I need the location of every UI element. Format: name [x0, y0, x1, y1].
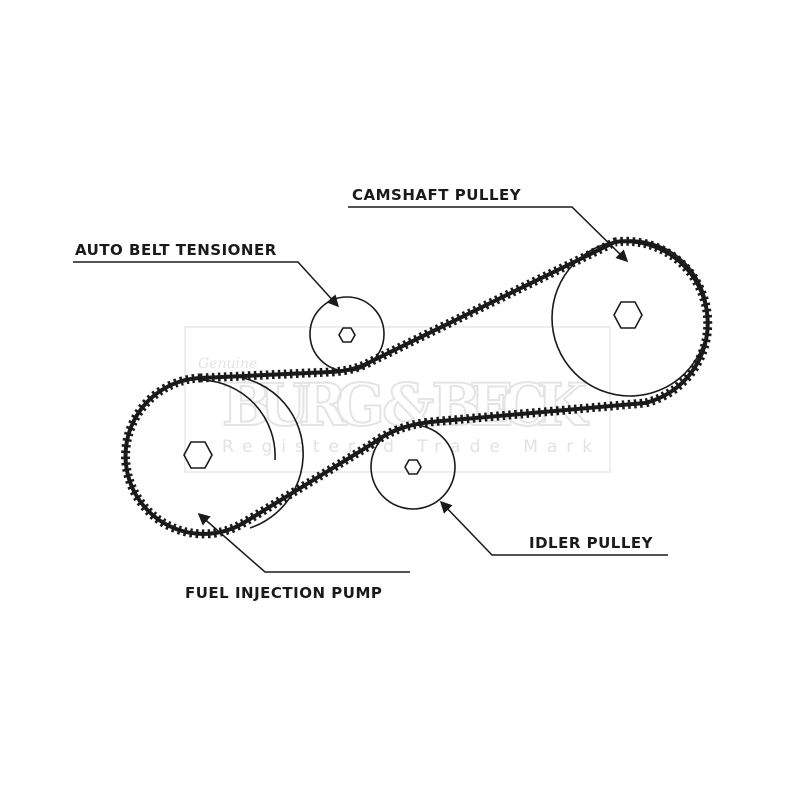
- timing-belt: [121, 236, 713, 539]
- fuel-pump-label: FUEL INJECTION PUMP: [185, 584, 382, 602]
- tensioner-leader: [73, 261, 340, 308]
- tensioner-hex-icon: [338, 327, 356, 343]
- idler-hex-icon: [404, 459, 422, 475]
- fuel-pump-hex-icon: [183, 441, 213, 469]
- idler-pulley-label: IDLER PULLEY: [529, 534, 654, 552]
- watermark: Genuine BURG & BECK Registered Trade Mar…: [184, 326, 611, 473]
- tensioner-label: AUTO BELT TENSIONER: [75, 241, 277, 259]
- fuel-pump-leader: [197, 513, 410, 573]
- watermark-script: Genuine: [198, 356, 257, 372]
- camshaft-leader: [348, 206, 629, 263]
- camshaft-hex-icon: [613, 301, 643, 329]
- idler-leader: [439, 500, 668, 556]
- camshaft-pulley-label: CAMSHAFT PULLEY: [352, 186, 522, 204]
- watermark-tagline: Registered Trade Mark: [222, 437, 601, 457]
